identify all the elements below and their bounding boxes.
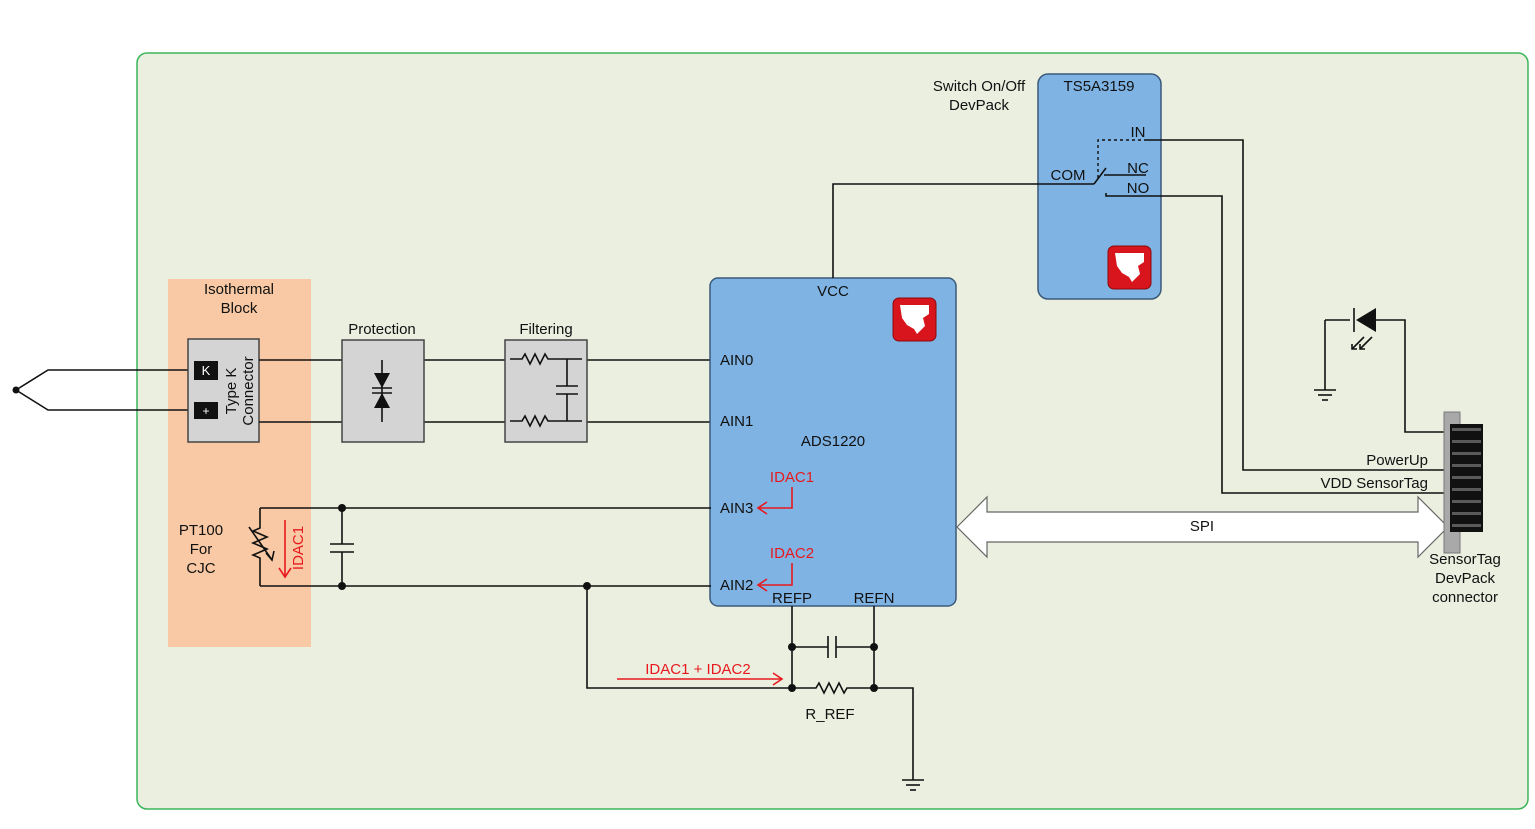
switch-caption-2: DevPack xyxy=(949,97,1010,114)
filtering-block xyxy=(504,339,588,443)
protection-label: Protection xyxy=(348,321,416,338)
protection-block xyxy=(341,339,425,443)
connector-label-2: Connector xyxy=(240,356,257,425)
idac2-arrow xyxy=(758,563,793,586)
reference-current-label: IDAC1 + IDAC2 xyxy=(645,661,750,678)
connector-label-1: Type K xyxy=(223,368,240,415)
connector-pin-k-label: K xyxy=(202,363,211,378)
sensortag-caption-3: connector xyxy=(1432,589,1498,606)
ti-logo-icon xyxy=(1107,245,1152,290)
connector-pin-k xyxy=(194,361,218,380)
sensortag-powerup-label: PowerUp xyxy=(1366,452,1428,469)
r-ref-label: R_REF xyxy=(805,706,854,723)
adc-idac1-label: IDAC1 xyxy=(770,469,814,486)
ground-icon xyxy=(1314,389,1336,401)
ground-icon xyxy=(902,779,924,791)
adc-ain0-label: AIN0 xyxy=(720,352,753,369)
thermocouple-probe xyxy=(12,369,192,411)
adc-refp-label: REFP xyxy=(772,590,812,607)
adc-vcc-label: VCC xyxy=(817,283,849,300)
connector-pin-plus-label: + xyxy=(202,404,209,418)
pt100-line3: CJC xyxy=(186,560,215,577)
adc-ain1-label: AIN1 xyxy=(720,413,753,430)
isothermal-title-1: Isothermal xyxy=(204,281,274,298)
switch-no-label: NO xyxy=(1127,180,1150,197)
adc-idac2-label: IDAC2 xyxy=(770,545,814,562)
idac1-arrow xyxy=(758,487,793,509)
adc-ain3-label: AIN3 xyxy=(720,500,753,517)
sensortag-connector xyxy=(1443,411,1483,554)
sensortag-caption-2: DevPack xyxy=(1435,570,1496,587)
led-icon xyxy=(1324,308,1450,433)
sensortag-vdd-label: VDD SensorTag xyxy=(1320,475,1428,492)
pt100-current-label: IDAC1 xyxy=(290,526,307,570)
adc-ain2-label: AIN2 xyxy=(720,577,753,594)
connector-pin-plus xyxy=(194,402,218,419)
pt100-resistor xyxy=(250,508,270,586)
switch-nc-label: NC xyxy=(1127,160,1149,177)
adc-refn-label: REFN xyxy=(854,590,895,607)
analog-switch-symbol xyxy=(1093,139,1146,197)
ts5a3159-chip xyxy=(1037,73,1162,300)
isothermal-block xyxy=(168,279,311,647)
ti-logo-icon xyxy=(892,297,937,342)
adc-name: ADS1220 xyxy=(801,433,865,450)
switch-name: TS5A3159 xyxy=(1064,78,1135,95)
filtering-label: Filtering xyxy=(519,321,572,338)
spi-label: SPI xyxy=(1190,518,1214,535)
switch-in-label: IN xyxy=(1131,124,1146,141)
type-k-connector: K + Type K Connector xyxy=(187,338,260,443)
pt100-line1: PT100 xyxy=(179,522,223,539)
isothermal-title-2: Block xyxy=(221,300,258,317)
switch-caption-1: Switch On/Off xyxy=(933,78,1026,95)
r-ref-resistor xyxy=(792,681,874,695)
switch-com-label: COM xyxy=(1051,167,1086,184)
pt100-line2: For xyxy=(190,541,213,558)
sensortag-caption-1: SensorTag xyxy=(1429,551,1501,568)
